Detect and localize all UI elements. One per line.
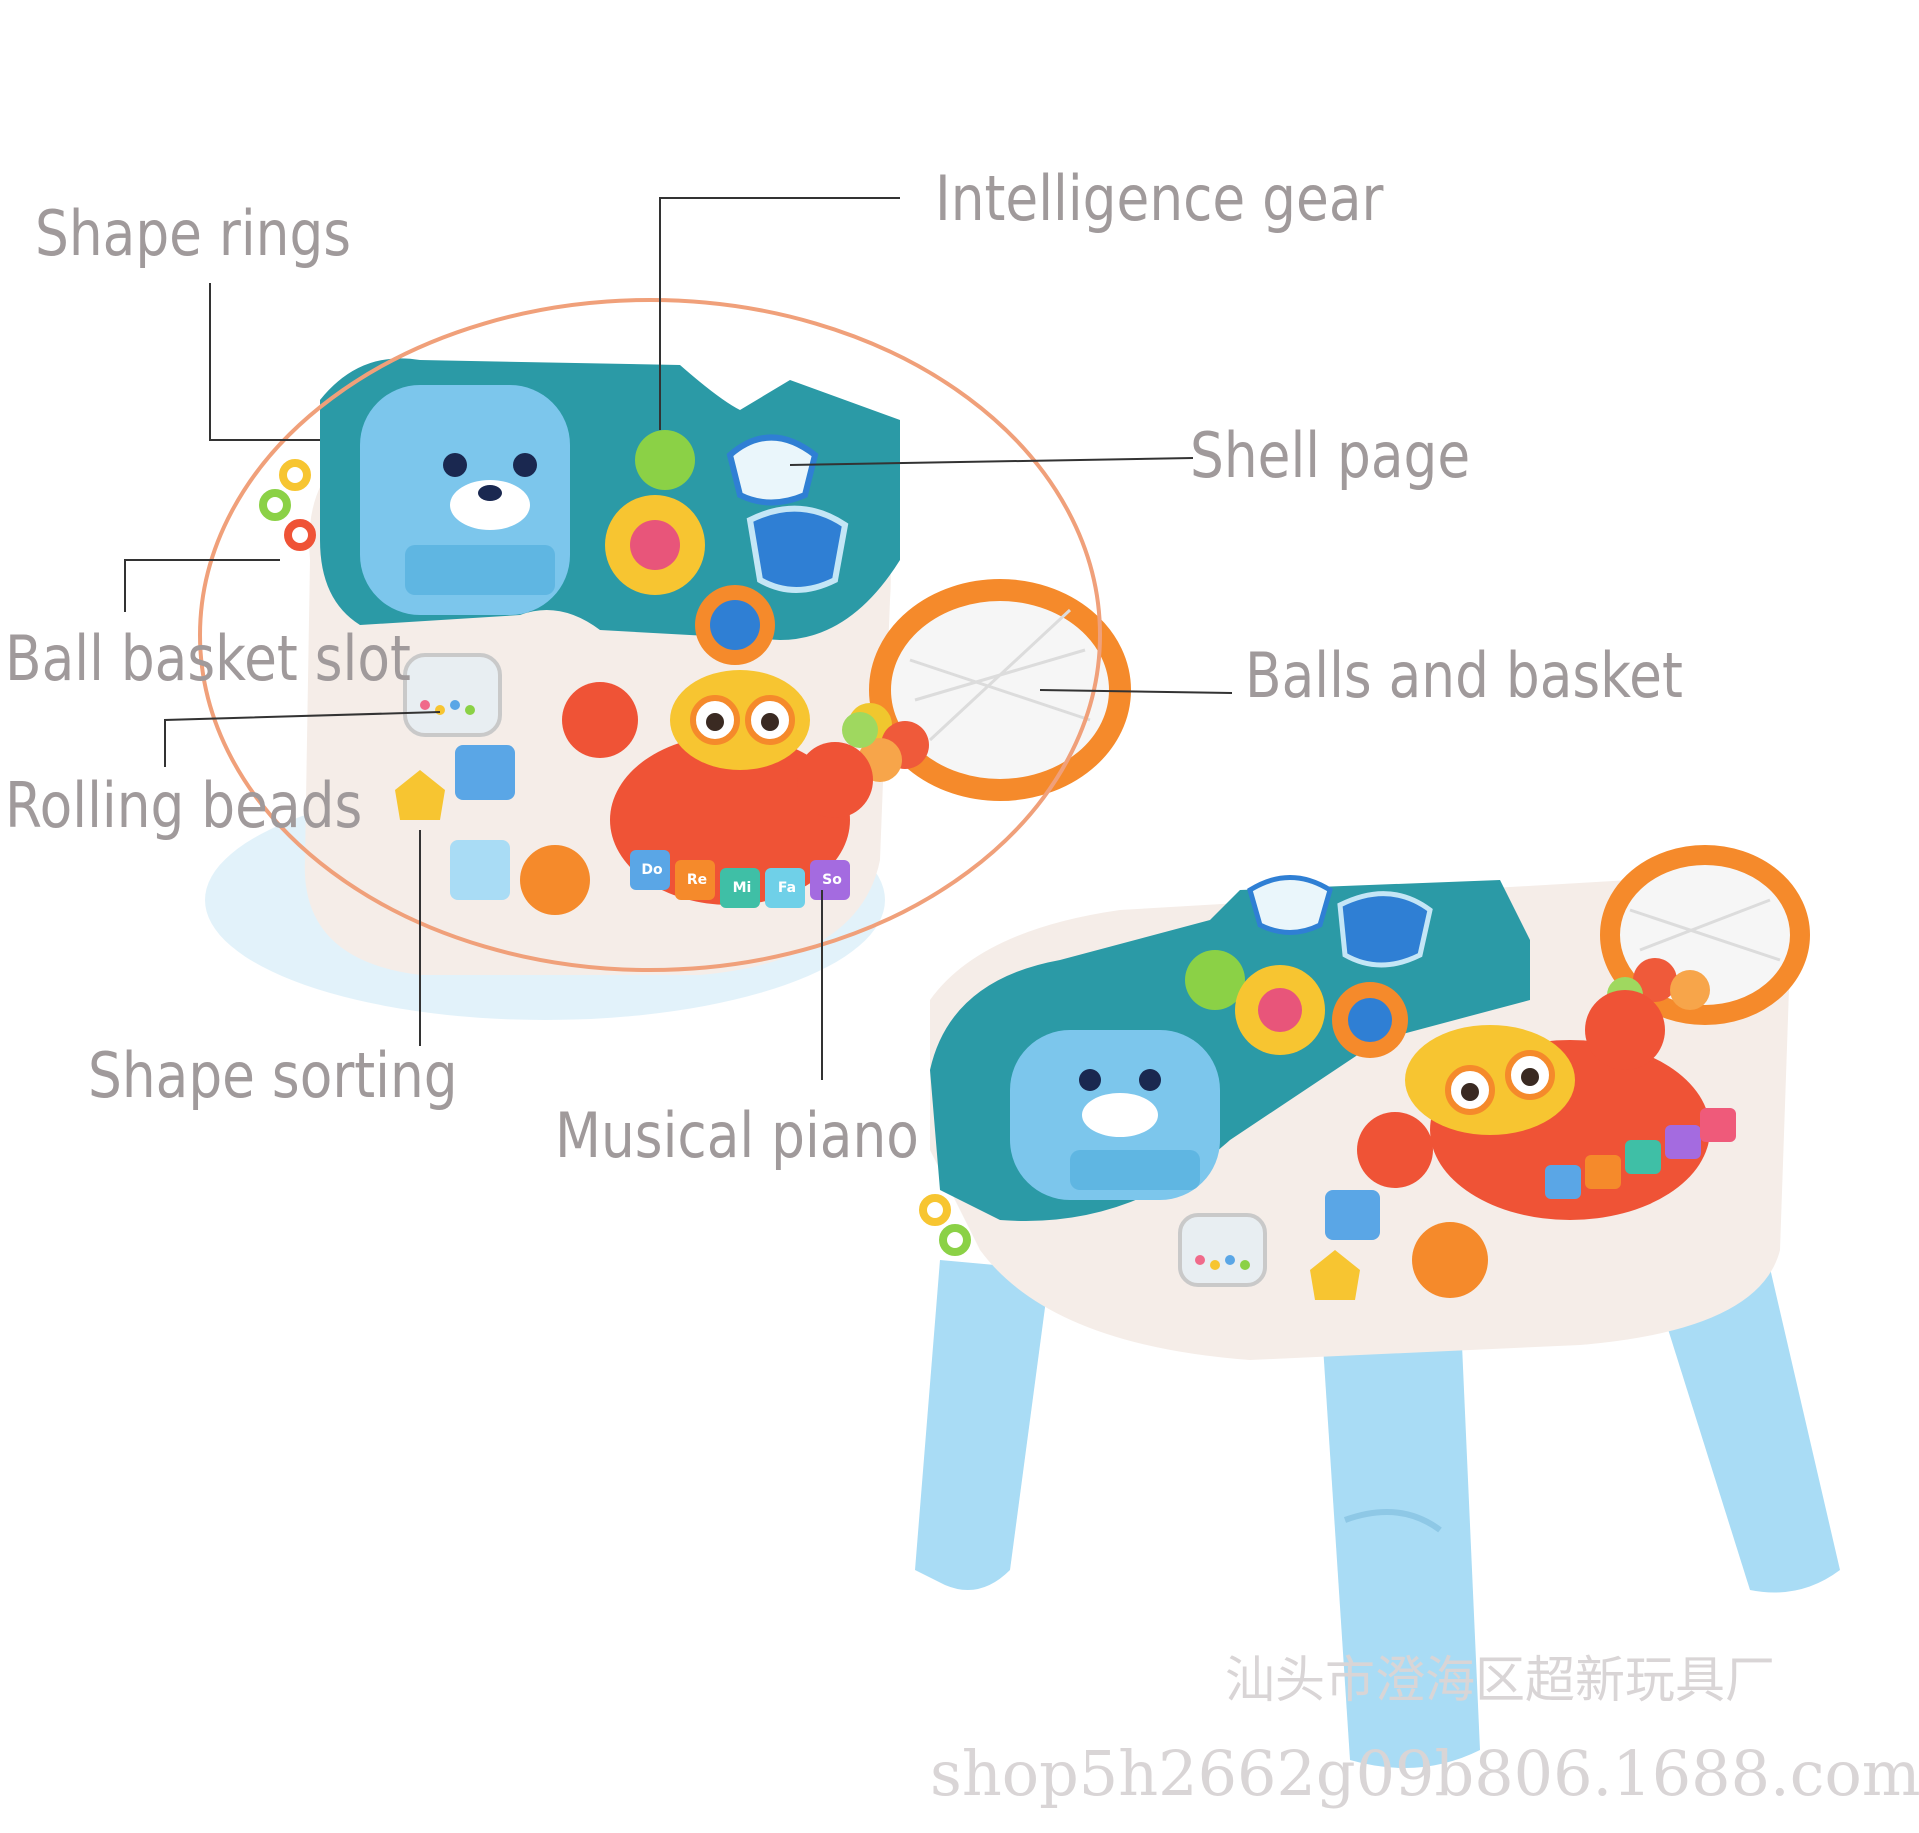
zoom-shells bbox=[726, 434, 849, 593]
leader-rolling-beads bbox=[164, 711, 441, 767]
watermark-company: 汕头市澄海区超新玩具厂 bbox=[1225, 1651, 1775, 1709]
zoom-gears bbox=[605, 430, 775, 665]
zoom-oval-outline bbox=[198, 298, 1102, 972]
label-intelligence-gear: Intelligence gear bbox=[935, 162, 1384, 235]
leader-ball-basket-slot bbox=[124, 559, 280, 612]
zoom-seal bbox=[360, 385, 570, 615]
zoom-shape-rings bbox=[259, 459, 316, 551]
piano-key-fa: Fa bbox=[777, 880, 797, 896]
label-musical-piano: Musical piano bbox=[555, 1099, 919, 1172]
label-shape-sorting: Shape sorting bbox=[88, 1039, 458, 1112]
piano-key-so: So bbox=[822, 872, 842, 888]
label-rolling-beads: Rolling beads bbox=[5, 769, 363, 842]
leader-intelligence-gear bbox=[659, 197, 900, 430]
label-ball-basket-slot: Ball basket slot bbox=[5, 622, 411, 695]
leader-balls-and-basket bbox=[1039, 689, 1233, 694]
label-shape-rings: Shape rings bbox=[35, 197, 352, 270]
zoomed-detail-view bbox=[205, 358, 1131, 1020]
leader-shell-page bbox=[789, 457, 1194, 466]
piano-key-do: Do bbox=[641, 862, 663, 878]
piano-key-re: Re bbox=[686, 872, 708, 888]
label-balls-and-basket: Balls and basket bbox=[1245, 639, 1683, 712]
zoom-crab-piano bbox=[562, 670, 873, 908]
leader-shape-rings bbox=[209, 283, 320, 441]
zoom-shape-sorter bbox=[395, 653, 590, 915]
label-shell-page: Shell page bbox=[1190, 419, 1471, 492]
watermark-url: shop5h2662g09b806.1688.com bbox=[930, 1737, 1919, 1810]
zoom-basket bbox=[869, 579, 1131, 801]
full-product-view bbox=[915, 845, 1840, 1768]
leader-lines bbox=[124, 197, 1233, 1080]
piano-key-mi: Mi bbox=[732, 880, 752, 896]
